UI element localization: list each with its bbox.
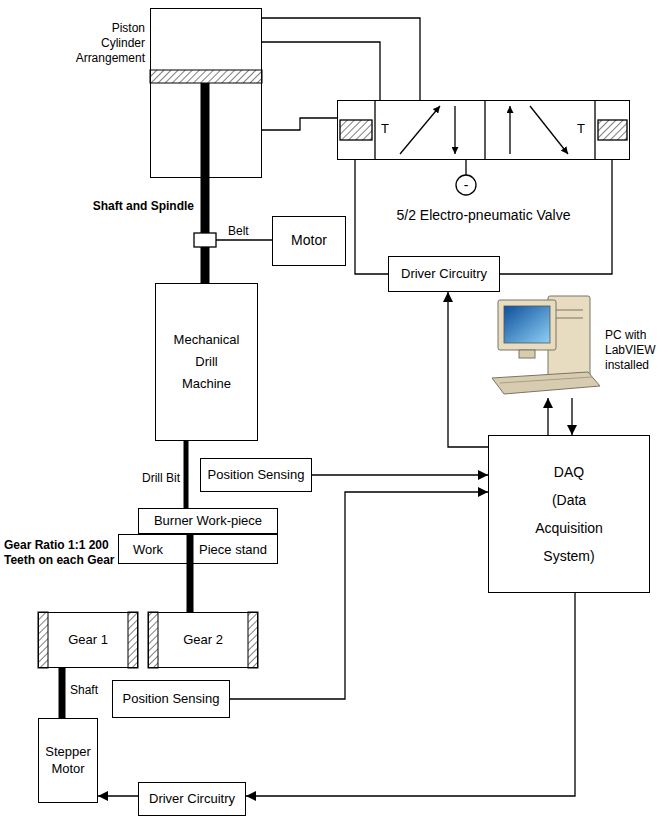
- connector: [98, 795, 138, 796]
- node-text: Work: [133, 542, 163, 558]
- sensor-box: Position Sensing: [200, 458, 312, 492]
- sensor-box: Position Sensing: [112, 680, 230, 718]
- connector: [571, 398, 572, 435]
- connector: [262, 18, 420, 100]
- pc-node: PC with LabVIEW installed: [488, 288, 663, 398]
- gear-box: Gear 2: [148, 612, 258, 668]
- node-text: Driver Circuitry: [401, 266, 487, 282]
- node-text: Gear 2: [183, 632, 223, 648]
- spindle-collar: [194, 233, 216, 247]
- gear-teeth: [38, 612, 258, 668]
- exhaust-sign: -: [458, 175, 474, 195]
- gear-ratio-note: Gear Ratio 1:1 200 Teeth on each Gear: [4, 538, 122, 568]
- daq-box: DAQ (Data Acquisition System): [488, 435, 650, 593]
- stand-box: Work Piece stand: [118, 534, 278, 564]
- node-text: Position Sensing: [208, 467, 305, 483]
- workpiece-box: Burner Work-piece: [138, 508, 278, 534]
- connector: [448, 292, 488, 447]
- node-text: DAQ (Data Acquisition System): [535, 458, 603, 570]
- port-label: T: [378, 121, 392, 137]
- port-label: T: [574, 121, 588, 137]
- shaft-line: [184, 441, 189, 508]
- valve-symbol: [340, 100, 627, 195]
- drill-machine-box: Mechanical Drill Machine: [155, 283, 258, 441]
- stepper-box: Stepper Motor: [38, 718, 98, 803]
- shaft-label: Shaft and Spindle: [88, 199, 194, 214]
- connector: [246, 593, 575, 796]
- node-text: Stepper Motor: [45, 744, 91, 777]
- connector: [355, 160, 388, 274]
- node-text: Gear 1: [68, 632, 108, 648]
- node-text: Mechanical Drill Machine: [174, 329, 240, 395]
- connector: [262, 42, 380, 100]
- shaft-label: Shaft: [70, 683, 106, 698]
- node-text: Position Sensing: [123, 691, 220, 707]
- node-text: Motor: [291, 232, 327, 250]
- shaft-line: [187, 534, 194, 612]
- piston-rod: [201, 83, 210, 178]
- driver-box: Driver Circuitry: [388, 256, 500, 292]
- node-text: Driver Circuitry: [149, 791, 235, 807]
- connector: [262, 118, 337, 130]
- computer-icon: [492, 296, 600, 394]
- node-text: Piece stand: [199, 542, 267, 558]
- node-text: Piston Cylinder Arrangement: [76, 21, 145, 66]
- node-text: 5/2 Electro-pneumatic Valve: [338, 207, 629, 225]
- belt-label: Belt: [228, 224, 258, 239]
- valve-box: 5/2 Electro-pneumatic Valve: [337, 100, 630, 160]
- drill-bit-label: Drill Bit: [122, 471, 180, 486]
- shaft-line: [59, 668, 66, 718]
- cylinder-box: Piston Cylinder Arrangement: [150, 8, 262, 178]
- gear-box: Gear 1: [38, 612, 138, 668]
- driver-box: Driver Circuitry: [138, 782, 246, 816]
- node-text: PC with LabVIEW installed: [605, 328, 661, 373]
- connector: [547, 398, 548, 435]
- motor-box: Motor: [272, 216, 346, 266]
- shaft-line: [201, 178, 210, 283]
- connector: [312, 474, 488, 475]
- piston-head: [150, 70, 262, 83]
- node-text: Burner Work-piece: [154, 513, 262, 529]
- belt-line: [216, 239, 272, 240]
